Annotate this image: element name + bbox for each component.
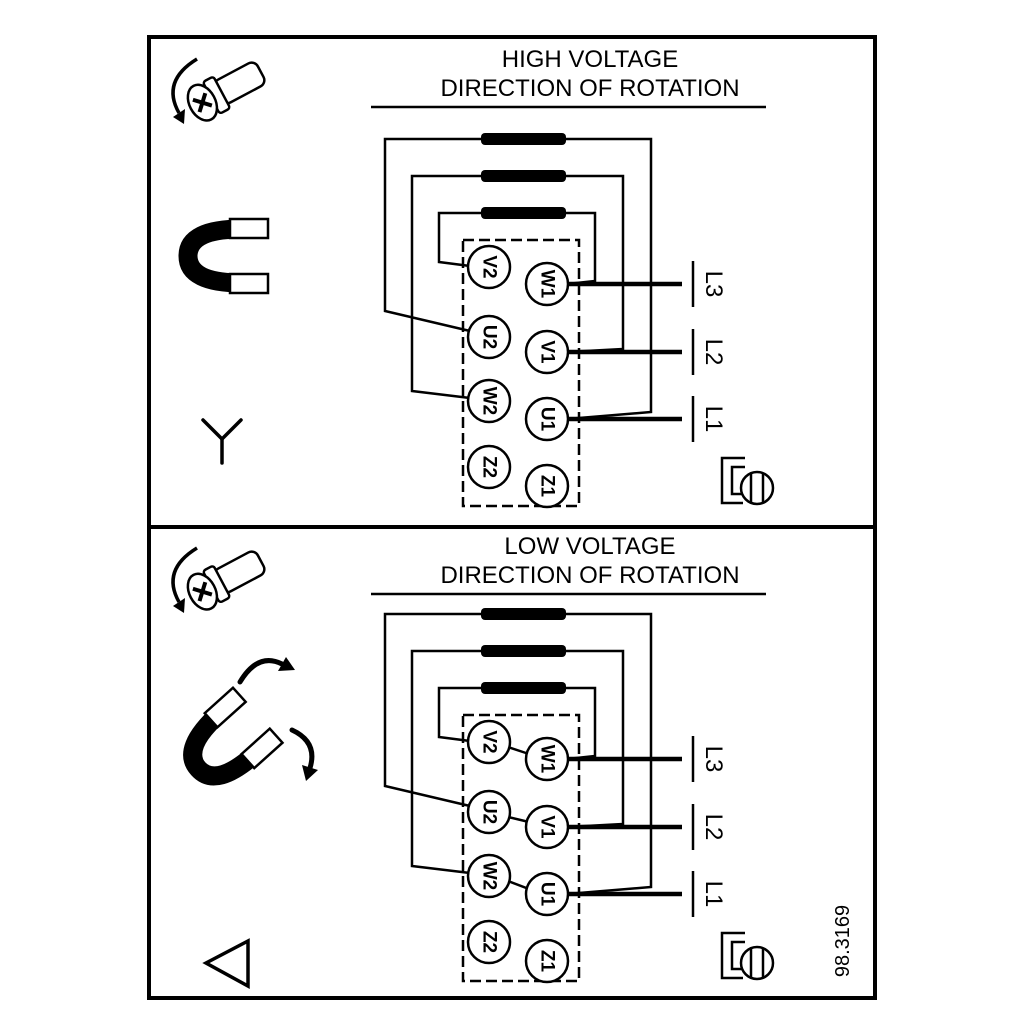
high-voltage-panel: HIGH VOLTAGE DIRECTION OF ROTATION V2 U2 — [171, 46, 775, 509]
supply-label-l3: L3 — [700, 271, 727, 298]
jumper-link — [507, 879, 530, 891]
jumper-bar — [481, 645, 566, 657]
terminal-label-w1: W1 — [537, 270, 558, 299]
supply-lines: L3 L2 L1 — [568, 736, 727, 917]
terminal-label-w2: W2 — [479, 862, 500, 891]
wire — [383, 612, 481, 808]
terminals: V2 U2 W2 Z2 W1 V1 U1 Z1 — [466, 244, 570, 509]
wire — [566, 686, 597, 761]
diagram-border — [147, 35, 877, 1000]
terminal-label-z2: Z2 — [479, 456, 500, 478]
supply-lines: L3 L2 L1 — [568, 261, 727, 442]
terminal-v2 — [466, 719, 512, 765]
terminal-label-v1: V1 — [537, 340, 558, 364]
wire — [383, 137, 481, 333]
terminal-w2 — [466, 853, 512, 899]
terminal-label-u2: U2 — [479, 325, 500, 349]
star-connection-icon — [201, 418, 243, 465]
terminal-label-u1: U1 — [537, 882, 558, 907]
panel-subtitle: DIRECTION OF ROTATION — [440, 75, 739, 102]
supply-label-l1: L1 — [700, 406, 727, 433]
screw-rotation-icon — [171, 52, 272, 128]
terminal-v2 — [466, 244, 512, 290]
jumper-bar — [481, 170, 566, 182]
terminal-w2 — [466, 378, 512, 424]
jumper-bar — [481, 207, 566, 219]
terminal-z1 — [524, 938, 570, 984]
figure-reference: 98.3169 — [832, 905, 854, 977]
terminal-label-w2: W2 — [479, 387, 500, 416]
delta-jumper-links — [507, 745, 530, 891]
jumper-bracket-icon — [188, 219, 268, 293]
terminal-u2 — [466, 789, 512, 835]
terminal-label-v2: V2 — [479, 255, 500, 278]
screw-rotation-icon — [171, 541, 272, 617]
jumper-bar — [481, 682, 566, 694]
panel-title: LOW VOLTAGE — [504, 533, 675, 560]
panel-title: HIGH VOLTAGE — [502, 46, 678, 73]
terminal-label-z2: Z2 — [479, 931, 500, 953]
jumper-link — [507, 745, 530, 756]
supply-label-l3: L3 — [700, 746, 727, 773]
terminal-z1 — [524, 463, 570, 509]
terminal-label-v1: V1 — [537, 815, 558, 839]
terminal-u2 — [466, 314, 512, 360]
earth-terminal-icon — [720, 931, 775, 981]
supply-label-l1: L1 — [700, 881, 727, 908]
low-voltage-panel: LOW VOLTAGE DIRECTION OF ROTATION — [171, 533, 775, 989]
jumper-bar — [481, 608, 566, 620]
jumper-bracket-icon — [174, 688, 283, 797]
terminal-label-u2: U2 — [479, 800, 500, 824]
supply-label-l2: L2 — [700, 339, 727, 366]
wire — [410, 649, 481, 875]
terminal-label-w1: W1 — [537, 745, 558, 774]
wire — [437, 686, 481, 743]
bracket-move-arrows-icon — [237, 657, 318, 781]
wire — [437, 211, 481, 268]
delta-connection-icon — [202, 938, 250, 989]
star-wiring — [383, 137, 653, 421]
terminal-label-z1: Z1 — [537, 950, 558, 973]
jumper-bars — [481, 133, 566, 219]
jumper-bars — [481, 608, 566, 694]
supply-label-l2: L2 — [700, 814, 727, 841]
terminal-block-outline — [461, 238, 581, 508]
panel-subtitle: DIRECTION OF ROTATION — [440, 562, 739, 589]
terminal-z2 — [466, 919, 512, 965]
wire — [566, 211, 597, 286]
jumper-bar — [481, 133, 566, 145]
terminal-label-u1: U1 — [537, 407, 558, 432]
terminal-z2 — [466, 444, 512, 490]
wire — [566, 137, 653, 421]
terminal-block-outline — [461, 713, 581, 983]
wire — [410, 174, 481, 400]
earth-terminal-icon — [720, 456, 775, 506]
jumper-link — [507, 815, 530, 824]
wire — [566, 612, 653, 896]
terminals: V2 U2 W2 Z2 W1 V1 U1 Z1 — [466, 719, 570, 984]
terminal-label-z1: Z1 — [537, 475, 558, 498]
terminal-label-v2: V2 — [479, 730, 500, 753]
